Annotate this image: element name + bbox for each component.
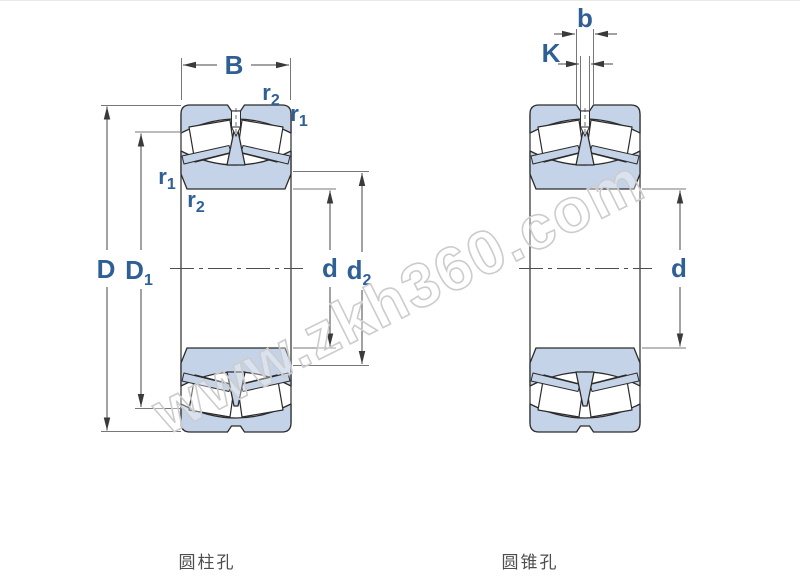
label-d2: d2 bbox=[347, 255, 372, 289]
label-D1: D1 bbox=[125, 255, 153, 289]
bearing-tapered-bore bbox=[519, 105, 652, 432]
dim-d bbox=[293, 188, 336, 349]
dim-B bbox=[181, 58, 291, 100]
caption-tapered-bore: 圆锥孔 bbox=[502, 553, 559, 572]
label-B: B bbox=[225, 50, 244, 80]
caption-cylindrical-bore: 圆柱孔 bbox=[179, 553, 236, 572]
dim-d2 bbox=[293, 171, 369, 366]
dim-D bbox=[101, 105, 181, 432]
dim-D1 bbox=[135, 131, 182, 409]
label-r2-top: r2 bbox=[262, 80, 280, 109]
dim-b bbox=[554, 29, 617, 105]
dim-K bbox=[558, 56, 613, 110]
label-d-right: d bbox=[671, 253, 687, 283]
label-K: K bbox=[542, 38, 561, 68]
label-d: d bbox=[322, 253, 338, 283]
label-b: b bbox=[577, 3, 593, 33]
page-top-divider bbox=[0, 0, 800, 1]
label-r2-side: r2 bbox=[187, 187, 205, 216]
label-r1-side: r1 bbox=[158, 164, 176, 193]
label-r1-top: r1 bbox=[290, 101, 308, 130]
dim-d-right bbox=[642, 188, 686, 349]
label-D: D bbox=[97, 254, 116, 284]
